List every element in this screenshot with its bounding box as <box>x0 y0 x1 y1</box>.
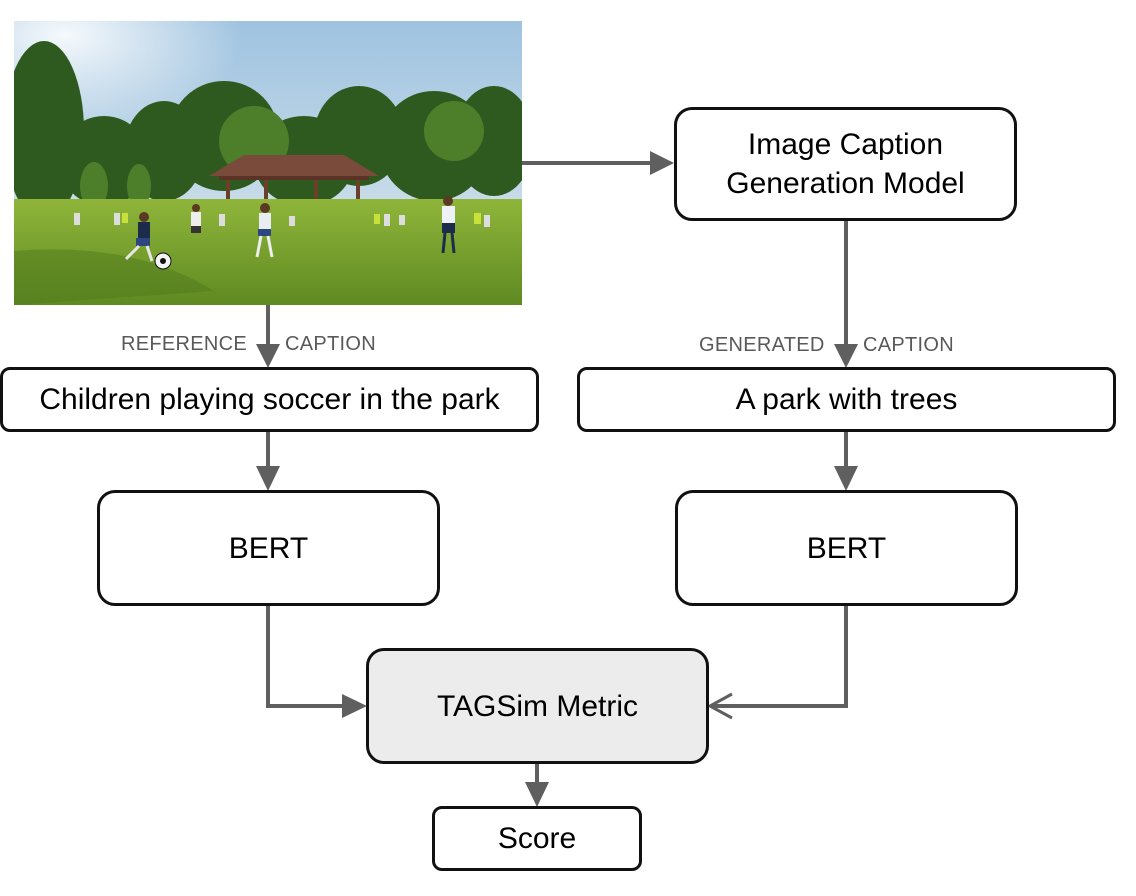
edge-label-generated-caption: CAPTION <box>863 334 954 356</box>
generated-caption-node: A park with trees <box>577 367 1116 432</box>
pavilion <box>209 155 379 202</box>
arrow-bert-right-to-metric <box>712 605 848 708</box>
reference-caption-node: Children playing soccer in the park <box>0 367 539 432</box>
input-image <box>14 21 522 305</box>
bert-left-node: BERT <box>97 490 440 606</box>
caption-model-label: Image Caption Generation Model <box>726 128 965 200</box>
arrowhead-image-to-model <box>650 151 674 175</box>
edge-label-reference-caption: CAPTION <box>285 333 376 355</box>
arrowhead-bert-left-to-metric <box>342 694 367 718</box>
arrowhead-model-to-generated <box>834 344 858 368</box>
tagsim-metric-node: TAGSim Metric <box>366 648 709 764</box>
generated-caption-text: A park with trees <box>735 383 958 416</box>
arrowhead-bert-right-to-metric <box>706 692 733 720</box>
arrowhead-generated-to-bert-right <box>834 466 858 491</box>
bert-right-label: BERT <box>806 531 887 565</box>
park-scene-illustration <box>14 21 522 305</box>
edge-label-reference: REFERENCE <box>121 333 248 355</box>
score-label: Score <box>497 822 577 855</box>
reference-caption-text: Children playing soccer in the park <box>39 383 500 416</box>
bert-left-label: BERT <box>228 531 309 565</box>
players <box>74 196 490 270</box>
bert-right-node: BERT <box>675 490 1018 606</box>
arrowhead-metric-to-score <box>525 782 549 807</box>
arrowhead-reference-to-bert-left <box>256 466 280 491</box>
caption-model-node: Image Caption Generation Model <box>674 107 1017 221</box>
tagsim-metric-label: TAGSim Metric <box>436 689 639 723</box>
score-node: Score <box>432 806 642 871</box>
arrow-bert-left-to-metric <box>266 605 344 708</box>
arrowhead-image-to-reference <box>256 344 280 368</box>
edge-label-generated: GENERATED <box>699 334 825 356</box>
